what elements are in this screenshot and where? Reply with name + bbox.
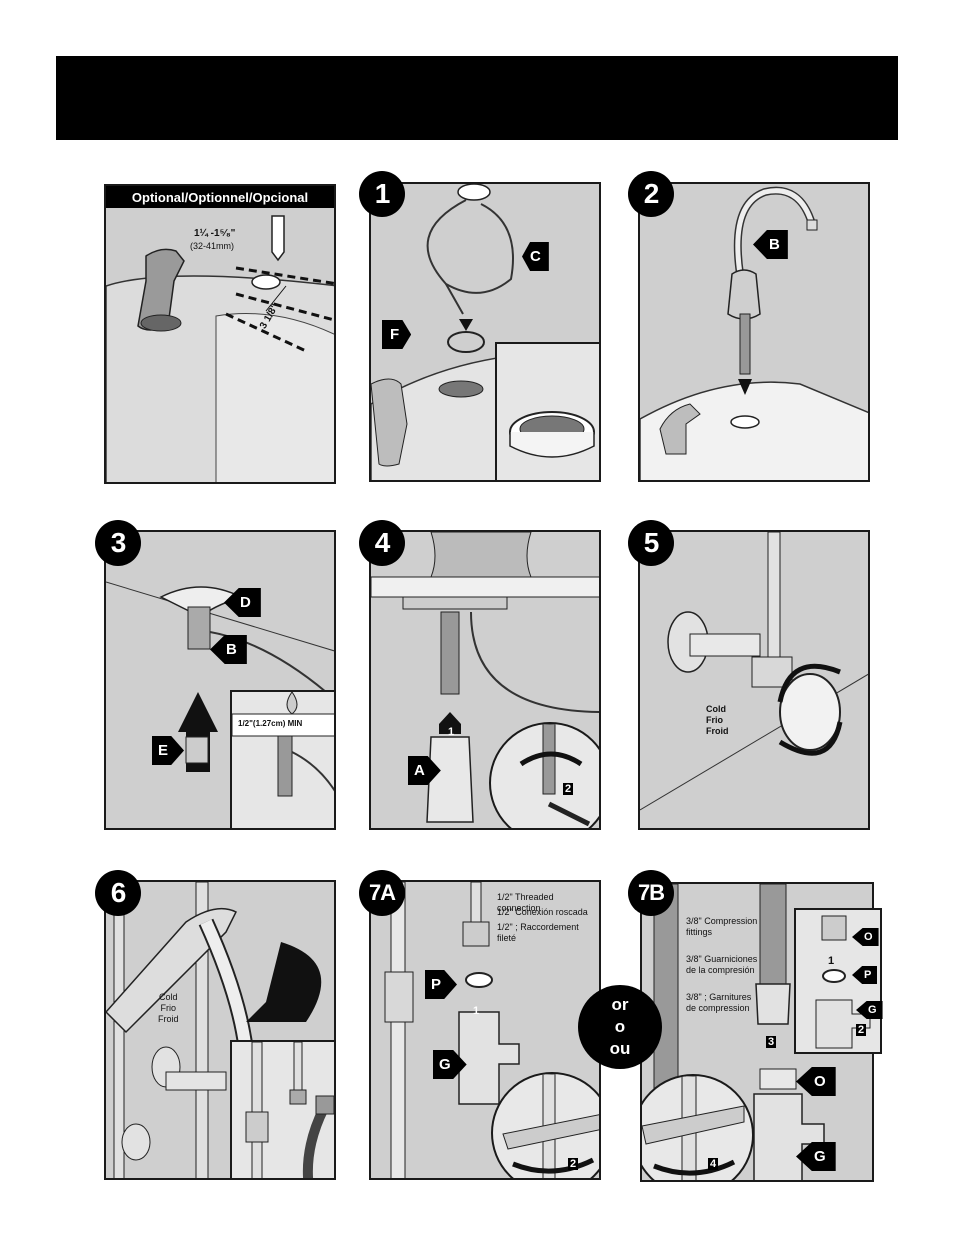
or-badge-en: or bbox=[611, 995, 629, 1014]
step-3-panel: 1/2"(1.27cm) MIN bbox=[104, 530, 336, 830]
tag-o-inset: O bbox=[852, 928, 879, 946]
step-7b-arrow-2: 2 bbox=[856, 1024, 867, 1036]
step-6-detail-inset bbox=[230, 1040, 334, 1178]
step-2-panel bbox=[638, 182, 870, 482]
tag-g-inset: G bbox=[856, 1001, 883, 1019]
step-7b-detail-circle bbox=[642, 1074, 754, 1180]
step-5-cold-label: Cold Frio Froid bbox=[706, 704, 729, 736]
step-2-badge: 2 bbox=[628, 171, 674, 217]
optional-title: Optional/Optionnel/Opcional bbox=[106, 186, 334, 208]
or-badge: or o ou bbox=[578, 985, 662, 1069]
min-length-label: 1/2"(1.27cm) MIN bbox=[238, 719, 303, 728]
step-6-badge: 6 bbox=[95, 870, 141, 916]
drill-size-label: 1¼ -1⁵⁄₈" bbox=[194, 228, 236, 239]
drill-metric-label: (32-41mm) bbox=[190, 241, 235, 251]
step-7b-note-en: 3/8" Compression fittings bbox=[686, 916, 758, 937]
step-7a-note-en: 1/2" Threaded connection bbox=[497, 892, 554, 913]
step-7a-note-es: 1/2" Conexión roscada bbox=[497, 907, 588, 917]
or-badge-es: o bbox=[614, 1017, 626, 1036]
or-badge-fr: ou bbox=[609, 1039, 631, 1058]
step-4-illustration bbox=[371, 532, 599, 823]
optional-illustration bbox=[106, 215, 334, 482]
step-4-arrow-2: 2 bbox=[563, 783, 574, 795]
step-4-detail-circle bbox=[489, 722, 599, 828]
step-6-cold-label: Cold Frio Froid bbox=[158, 992, 179, 1024]
step-7b-note-es: 3/8" Guarniciones de la compresión bbox=[686, 954, 758, 975]
step-7b-badge: 7B bbox=[628, 870, 674, 916]
tag-p-inset: P bbox=[852, 966, 878, 984]
step-7a-badge: 7A bbox=[359, 870, 405, 916]
step-4-panel bbox=[369, 530, 601, 830]
step-1-panel bbox=[369, 182, 601, 482]
step-3-illustration bbox=[106, 581, 334, 772]
step-7a-illustration bbox=[384, 882, 520, 1178]
step-6-illustration bbox=[106, 882, 322, 1178]
step-1-badge: 1 bbox=[359, 171, 405, 217]
step-5-illustration bbox=[640, 532, 868, 811]
step-7b-arrow-4: 4 bbox=[708, 1158, 719, 1170]
step-5-badge: 5 bbox=[628, 520, 674, 566]
step-7b-arrow-1: 1 bbox=[828, 955, 835, 967]
optional-panel: Optional/Optionnel/Opcional 1¼ -1⁵⁄₈" (3… bbox=[104, 184, 336, 484]
header-bar bbox=[56, 56, 898, 140]
step-7b-arrow-3: 3 bbox=[766, 1036, 777, 1048]
step-5-panel: Cold Frio Froid bbox=[638, 530, 870, 830]
step-7a-panel: 1/2" Threaded connection 1/2" Conexión r… bbox=[369, 880, 601, 1180]
step-7a-arrow-1: 1 bbox=[473, 1005, 480, 1017]
step-3-badge: 3 bbox=[95, 520, 141, 566]
step-7a-note-fr: 1/2" ; Raccordement fileté bbox=[497, 922, 579, 943]
step-7b-note-fr: 3/8" ; Garnitures de compression bbox=[686, 992, 752, 1013]
step-7a-detail-circle bbox=[491, 1072, 599, 1178]
step-2-illustration bbox=[640, 186, 868, 480]
step-4-arrow-1: 1 bbox=[448, 726, 455, 738]
step-3-detail-inset: 1/2"(1.27cm) MIN bbox=[230, 690, 334, 828]
step-6-panel: Cold Frio Froid bbox=[104, 880, 336, 1180]
step-7a-arrow-2: 2 bbox=[568, 1158, 579, 1170]
step-4-badge: 4 bbox=[359, 520, 405, 566]
step-1-detail-inset bbox=[495, 342, 599, 480]
